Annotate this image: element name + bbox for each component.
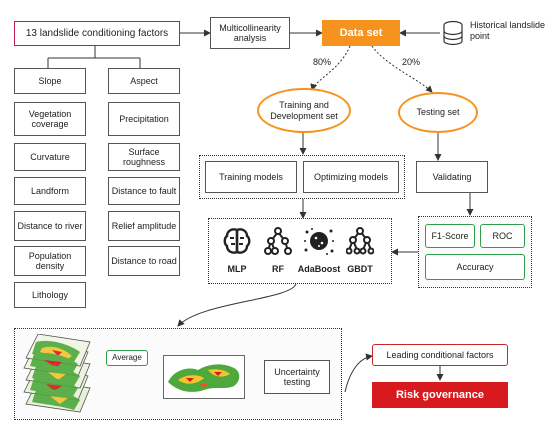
multicollinearity-box: Multicollinearity analysis bbox=[210, 17, 290, 49]
gbdt-icon bbox=[345, 226, 375, 256]
metric-f1: F1-Score bbox=[425, 224, 475, 248]
arrow-dataset-to-testing bbox=[371, 45, 433, 93]
factor-landform: Landform bbox=[14, 177, 86, 205]
random-forest-icon bbox=[264, 226, 292, 256]
testing-set-ellipse: Testing set bbox=[398, 92, 478, 133]
training-models-box: Training models bbox=[205, 161, 297, 193]
validating-box: Validating bbox=[416, 161, 488, 193]
model-label-mlp: MLP bbox=[227, 264, 247, 274]
factor-precipitation: Precipitation bbox=[108, 102, 180, 136]
average-map-image bbox=[163, 355, 245, 399]
factor-surface-roughness: Surface roughness bbox=[108, 143, 180, 171]
metric-roc: ROC bbox=[480, 224, 525, 248]
arrow-dataset-to-training bbox=[310, 45, 351, 91]
factor-distance-river: Distance to river bbox=[14, 211, 86, 241]
model-label-rf: RF bbox=[272, 264, 284, 274]
adaboost-icon bbox=[303, 226, 335, 256]
database-icon bbox=[442, 20, 464, 46]
factor-vegetation: Vegetation coverage bbox=[14, 102, 86, 136]
training-set-ellipse: Training and Development set bbox=[257, 88, 351, 133]
factor-population: Population density bbox=[14, 246, 86, 276]
optimizing-models-box: Optimizing models bbox=[303, 161, 399, 193]
test-percent: 20% bbox=[402, 57, 421, 67]
arrow-to-leading bbox=[344, 353, 373, 393]
leading-factors-box: Leading conditional factors bbox=[372, 344, 508, 366]
factor-distance-fault: Distance to fault bbox=[108, 177, 180, 205]
factor-relief-amplitude: Relief amplitude bbox=[108, 211, 180, 241]
metric-accuracy: Accuracy bbox=[425, 254, 525, 280]
factor-distance-road: Distance to road bbox=[108, 246, 180, 276]
factor-curvature: Curvature bbox=[14, 143, 86, 171]
model-label-gbdt: GBDT bbox=[347, 264, 373, 274]
brain-icon bbox=[222, 226, 252, 256]
train-percent: 80% bbox=[313, 57, 332, 67]
risk-governance-box: Risk governance bbox=[372, 382, 508, 408]
historical-label: Historical landslide point bbox=[470, 20, 546, 41]
stacked-maps-image bbox=[22, 333, 100, 416]
factor-lithology: Lithology bbox=[14, 282, 86, 308]
factor-aspect: Aspect bbox=[108, 68, 180, 94]
dataset-box: Data set bbox=[322, 20, 400, 46]
uncertainty-testing-box: Uncertainty testing bbox=[264, 360, 330, 394]
average-label: Average bbox=[106, 350, 148, 366]
model-label-adaboost: AdaBoost bbox=[297, 264, 341, 274]
factor-slope: Slope bbox=[14, 68, 86, 94]
arrow-models-to-results bbox=[177, 283, 297, 327]
conditioning-factors-header: 13 landslide conditioning factors bbox=[14, 21, 180, 46]
